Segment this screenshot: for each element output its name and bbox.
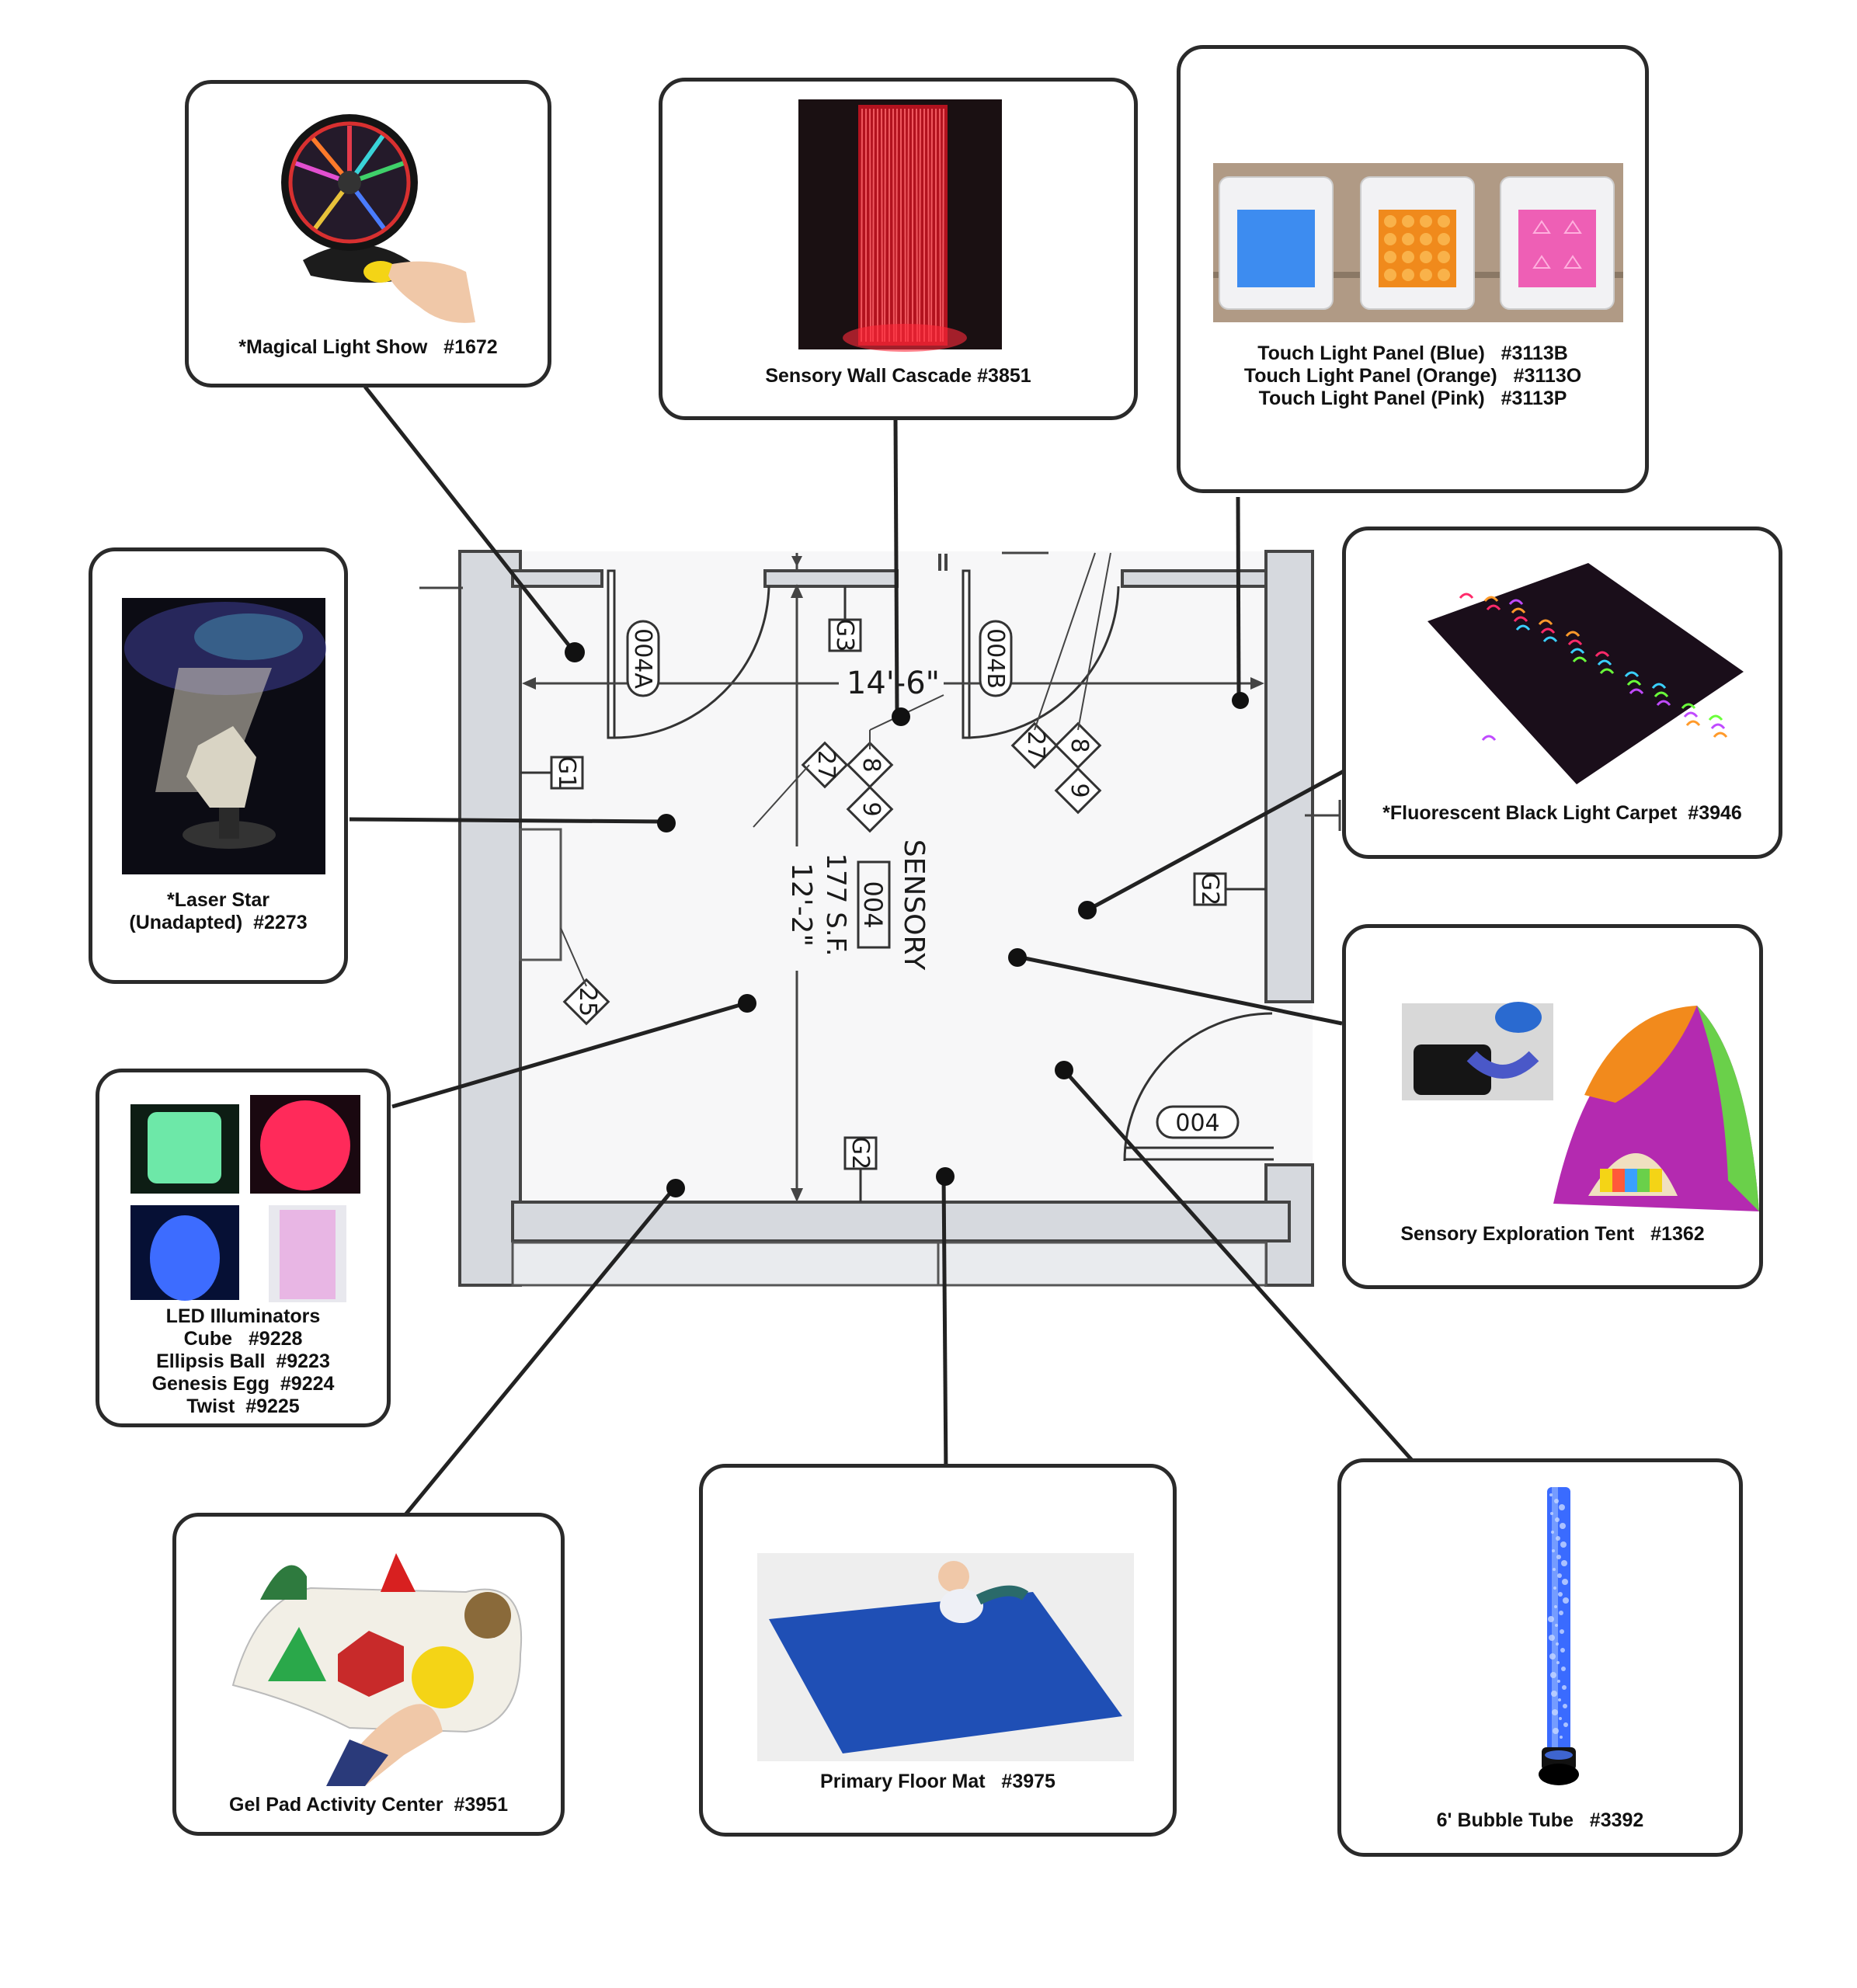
caption-line: Genesis Egg #9224: [151, 1373, 335, 1395]
caption-line: Gel Pad Activity Center #3951: [229, 1794, 508, 1816]
diamond-tag-8-left: 8: [857, 757, 885, 772]
callout-magical-light-show[interactable]: *Magical Light Show #1672: [185, 80, 551, 388]
height-dimension: 12'-2": [785, 863, 817, 947]
diamond-tag-8-right: 8: [1066, 738, 1093, 752]
grid-tag-g1: G1: [553, 756, 580, 789]
caption-line: LED Illuminators: [165, 1305, 321, 1327]
caption-line: Twist #9225: [186, 1395, 300, 1417]
callout-bubble-tube[interactable]: 6' Bubble Tube #3392: [1337, 1458, 1743, 1857]
wall-left: [458, 550, 522, 1287]
caption-line: Ellipsis Ball #9223: [156, 1350, 330, 1372]
caption-line: Cube #9228: [183, 1328, 303, 1350]
floor-plan: 14'-6" 12'-2" 177 S.F. 004 SENSORY 004A …: [419, 550, 1341, 1287]
grid-tag-g2-bottom: G2: [847, 1137, 874, 1170]
caption-line: Touch Light Panel (Orange) #3113O: [1243, 365, 1582, 387]
callout-black-light-carpet[interactable]: *Fluorescent Black Light Carpet #3946: [1342, 527, 1782, 859]
callout-laser-star[interactable]: *Laser Star (Unadapted) #2273: [89, 547, 348, 984]
callout-floor-mat[interactable]: Primary Floor Mat #3975: [699, 1464, 1177, 1837]
caption-line: Touch Light Panel (Pink) #3113P: [1258, 388, 1567, 409]
callout-touch-light-panel[interactable]: Touch Light Panel (Blue) #3113B Touch Li…: [1177, 45, 1649, 493]
leader-lines: [349, 385, 1424, 1527]
wall-bottom: [511, 1201, 1291, 1242]
room-area: 177 S.F.: [820, 853, 851, 957]
caption-line: (Unadapted) #2273: [129, 912, 308, 933]
diamond-tag-9-right: 9: [1066, 783, 1093, 798]
diamond-tags: 27 8 9 27 8 9 25: [562, 721, 1102, 1026]
callout-gel-pad[interactable]: Gel Pad Activity Center #3951: [172, 1513, 565, 1836]
room-number: 004: [858, 881, 888, 928]
room-label: SENSORY: [898, 839, 930, 971]
caption-line: 6' Bubble Tube #3392: [1436, 1809, 1644, 1831]
grid-tag-g3: G3: [831, 619, 858, 652]
door-tag-004b: 004B: [982, 628, 1009, 689]
caption-line: Sensory Wall Cascade #3851: [765, 365, 1031, 387]
diamond-tag-27-right: 27: [1022, 731, 1049, 760]
caption-line: *Laser Star: [166, 889, 270, 911]
caption-line: Touch Light Panel (Blue) #3113B: [1257, 342, 1568, 364]
caption-line: Sensory Exploration Tent #1362: [1400, 1223, 1705, 1245]
caption-line: *Magical Light Show #1672: [238, 336, 498, 358]
caption-line: Primary Floor Mat #3975: [820, 1771, 1055, 1792]
diamond-tag-25: 25: [574, 987, 601, 1017]
callout-sensory-wall-cascade[interactable]: Sensory Wall Cascade #3851: [659, 78, 1138, 420]
diamond-tag-9-left: 9: [857, 801, 885, 816]
wall-right: [1264, 550, 1314, 1003]
door-tag-004a: 004A: [629, 628, 656, 689]
caption-line: *Fluorescent Black Light Carpet #3946: [1382, 802, 1742, 824]
callout-led-illuminators[interactable]: LED Illuminators Cube #9228 Ellipsis Bal…: [96, 1069, 391, 1427]
location-dots: [565, 642, 1249, 1197]
wall-bottom-outer: [511, 1241, 1268, 1287]
width-dimension: 14'-6": [847, 666, 940, 701]
door-tag-004: 004: [1175, 1110, 1219, 1137]
grid-tag-g2-right: G2: [1196, 873, 1223, 905]
callout-exploration-tent[interactable]: Sensory Exploration Tent #1362: [1342, 924, 1763, 1289]
diamond-tag-27-left: 27: [812, 750, 840, 780]
